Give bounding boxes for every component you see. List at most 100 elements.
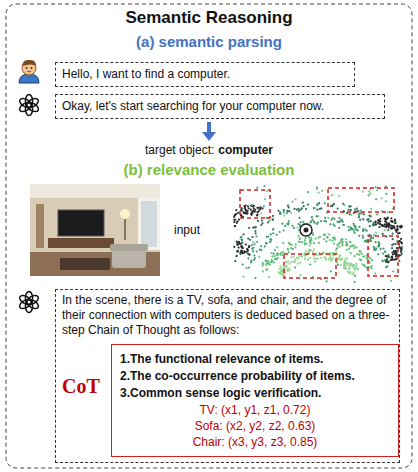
cloud-point [349,263,351,265]
cloud-point [265,260,267,262]
cloud-point [340,258,342,260]
cloud-point [343,262,345,264]
section-label: (b) relevance evaluation [0,161,418,178]
assistant-logo [18,95,40,116]
cloud-point [368,190,370,192]
cloud-point [299,238,301,240]
cloud-point [260,245,262,247]
cloud-point [316,188,318,190]
cloud-point [268,220,270,222]
cloud-point [250,205,252,207]
cloud-point [254,209,256,211]
cloud-point [270,252,272,254]
cloud-point [344,260,346,262]
cloud-point [234,214,236,216]
cloud-point [272,229,274,231]
cloud-point [264,245,266,247]
cloud-point [250,214,252,216]
node-text: Hello, I want to find a computer. [62,67,348,82]
cloud-point [385,218,387,220]
cloud-point [256,211,258,213]
cloud-point [323,238,325,240]
cloud-point [357,268,359,270]
cloud-point [282,211,284,213]
cloud-point [243,205,245,207]
cloud-point [354,255,356,257]
cloud-point [381,224,383,226]
cloud-point [358,254,360,256]
cloud-point [314,207,316,209]
cloud-point [392,243,394,245]
cloud-point [241,250,243,252]
cloud-point [359,250,361,252]
cloud-point [263,205,265,207]
cloud-point [325,220,327,222]
cloud-point [387,229,389,231]
cloud-point [319,236,321,238]
cloud-point [247,257,249,259]
section-label: input [174,223,200,237]
cloud-point [294,266,296,268]
cloud-point [342,224,344,226]
cloud-point [252,241,254,243]
cloud-point [380,248,382,250]
cloud-point [382,233,384,235]
cloud-point [346,249,348,251]
cloud-point [291,261,293,263]
cloud-point [374,272,376,274]
cloud-point [241,246,243,248]
cloud-point [310,237,312,239]
cloud-point [308,244,310,246]
cloud-point [369,239,371,241]
cloud-point [396,225,398,227]
point-cloud-map [233,185,403,283]
cloud-point [265,259,267,261]
cloud-point [252,251,254,253]
cloud-point [339,255,341,257]
cloud-point [287,205,289,207]
cloud-point [276,254,278,256]
cloud-point [385,185,387,187]
cloud-point [341,219,343,221]
cloud-point [378,243,380,245]
cloud-point [246,212,248,214]
cloud-point [242,247,244,249]
cloud-point [241,241,243,243]
cloud-point [362,218,364,220]
cloud-point [365,240,367,242]
cloud-point [366,219,368,221]
cloud-point [276,234,278,236]
cloud-point [305,208,307,210]
cloud-point [378,241,380,243]
cloud-point [400,251,402,253]
cloud-point [386,223,388,225]
cloud-point [235,213,237,215]
cloud-point [346,258,348,260]
cloud-point [248,246,250,248]
cloud-point [385,200,387,202]
cloud-point [283,209,285,211]
cloud-point [253,254,255,256]
cloud-point [343,224,345,226]
cloud-point [395,253,397,255]
cloud-point [320,220,322,222]
cloud-point [286,210,288,212]
cloud-point [348,205,350,207]
cloud-point [269,238,271,240]
target-text: computer [218,143,273,157]
cloud-point [252,247,254,249]
cloud-point [352,264,354,266]
cloud-point [248,266,250,268]
cloud-point [288,242,290,244]
cloud-point [313,248,315,250]
cloud-point [316,204,318,206]
cloud-point [323,251,325,253]
cloud-point [259,249,261,251]
user-icon [19,60,39,83]
cloud-point [354,225,356,227]
cloud-point [323,234,325,236]
cloud-point [390,259,392,261]
cloud-point [378,245,380,247]
cloud-point [251,204,253,206]
cloud-point [372,223,374,225]
